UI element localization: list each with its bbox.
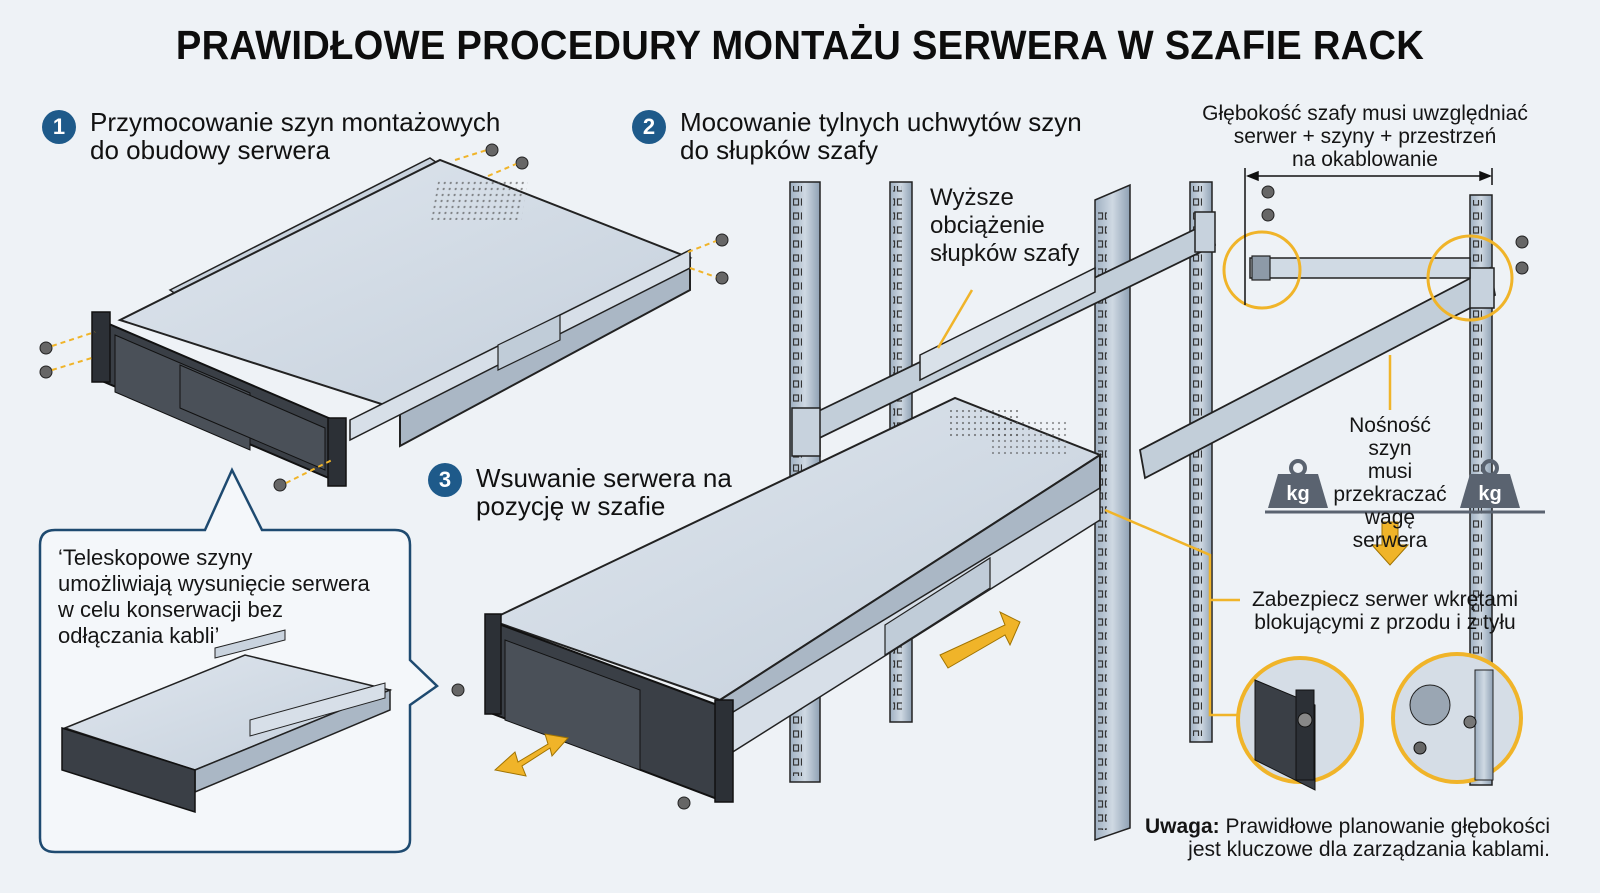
load-note-line-1: Wyższe: [930, 184, 1014, 211]
step-3-label: Wsuwanie serwera na pozycję w szafie: [476, 464, 732, 520]
step-2-highlight-circles: [1222, 230, 1514, 322]
capacity-note-line-2: musi: [1367, 460, 1413, 483]
weight-label-right: kg: [1478, 483, 1501, 505]
front-screw-detail: [1236, 656, 1364, 791]
callout-line-1: ‘Teleskopowe szyny: [58, 545, 253, 570]
depth-note-line-2: serwer + szyny + przestrzeń: [1233, 125, 1497, 148]
warning-line-2: jest kluczowe dla zarządzania kablami.: [1188, 838, 1550, 861]
step-1-line-1: Przymocowanie szyn montażowych: [90, 107, 501, 137]
step-1-guides: [51, 149, 717, 484]
capacity-note-line-1: Nośność szyn: [1349, 414, 1431, 460]
slide-double-arrow: [493, 733, 569, 777]
step-1-server: [91, 157, 693, 487]
step-2-badge: 2: [632, 110, 666, 144]
secure-pointer: [1104, 508, 1238, 717]
load-pointer: [936, 289, 974, 349]
capacity-note: Nośność szyn musi przekraczać wagę serwe…: [1325, 414, 1455, 552]
capacity-note-line-4: wagę serwera: [1352, 506, 1428, 552]
step-3-server: [484, 396, 1103, 803]
push-in-arrow: [939, 610, 1021, 669]
depth-note-line-1: Głębokość szafy musi uwzględniać: [1202, 102, 1528, 125]
capacity-note-line-3: przekraczać: [1333, 483, 1447, 506]
step-1-badge: 1: [42, 110, 76, 144]
step-1-line-2: do obudowy serwera: [90, 135, 330, 165]
step-3-badge: 3: [428, 463, 462, 497]
warning-note: Uwaga: Prawidłowe planowanie głębokości …: [1140, 815, 1560, 861]
depth-note: Głębokość szafy musi uwzględniać serwer …: [1195, 102, 1535, 171]
down-arrow-icon: [1370, 521, 1410, 566]
callout-text: ‘Teleskopowe szyny umożliwiają wysunięci…: [58, 545, 370, 649]
callout-line-3: w celu konserwacji bez: [58, 597, 283, 622]
secure-note-line-1: Zabezpiecz serwer wkrętami: [1251, 588, 1519, 611]
callout-line-4: odłączania kabli’: [58, 623, 220, 648]
step-2-line-1: Mocowanie tylnych uchwytów szyn: [680, 107, 1082, 137]
step-3-line-1: Wsuwanie serwera na: [476, 463, 732, 493]
step-2-label: Mocowanie tylnych uchwytów szyn do słupk…: [680, 108, 1082, 164]
step-1-screws: [39, 143, 729, 492]
weight-label-left: kg: [1286, 483, 1309, 505]
page-title: PRAWIDŁOWE PROCEDURY MONTAŻU SERWERA W S…: [175, 22, 1425, 68]
weight-icon-left: kg: [1268, 459, 1328, 508]
load-note: Wyższe obciążenie słupków szafy: [930, 184, 1079, 268]
step-2-rails: [791, 211, 1497, 480]
weight-icon-right: kg: [1460, 459, 1520, 508]
secure-note: Zabezpiecz serwer wkrętami blokującymi z…: [1240, 588, 1530, 634]
step-3-screws: [451, 683, 691, 810]
load-note-line-3: słupków szafy: [930, 240, 1080, 267]
load-note-line-2: obciążenie: [930, 212, 1045, 239]
step-2-screws: [1261, 185, 1529, 275]
rear-screw-detail: [1391, 652, 1523, 784]
step-3-line-2: pozycję w szafie: [476, 491, 666, 521]
callout-server: [61, 629, 393, 814]
step-1-label: Przymocowanie szyn montażowych do obudow…: [90, 108, 500, 164]
depth-note-line-3: na okablowanie: [1292, 148, 1438, 171]
depth-dimension-line: [1244, 168, 1493, 305]
secure-note-line-2: blokującymi z przodu i z tyłu: [1254, 611, 1516, 634]
warning-label: Uwaga:: [1144, 815, 1220, 838]
warning-line-1: Prawidłowe planowanie głębokości: [1225, 815, 1550, 838]
callout-line-2: umożliwiają wysunięcie serwera: [58, 571, 370, 596]
step-2-line-2: do słupków szafy: [680, 135, 878, 165]
